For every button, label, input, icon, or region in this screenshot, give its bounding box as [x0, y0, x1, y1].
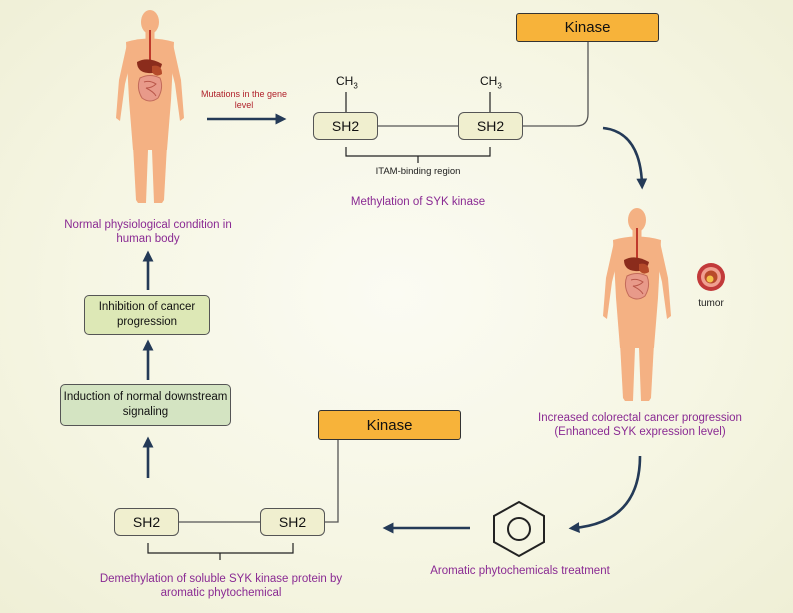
itam-bracket: [345, 147, 491, 163]
itam-label: ITAM-binding region: [375, 166, 461, 177]
ch3-label-right: CH3: [480, 74, 502, 90]
human-figure-cancer: [603, 208, 671, 401]
normal-condition-label: Normal physiological condition in human …: [64, 219, 232, 246]
arrow-to-cancer: [602, 126, 648, 190]
human-figure-normal: [116, 10, 184, 203]
methylation-label: Methylation of SYK kinase: [350, 196, 486, 208]
mutations-label: Mutations in the gene level: [200, 89, 288, 111]
ch3-base-right: CH: [480, 74, 498, 88]
demethylation-label: Demethylation of soluble SYK kinase prot…: [99, 573, 343, 600]
sh2-box-bottom-left: SH2: [114, 508, 179, 536]
tumor-icon: [697, 263, 725, 291]
ch3-base-left: CH: [336, 74, 354, 88]
increased-cancer-label: Increased colorectal cancer progression …: [538, 412, 742, 439]
ch3-label-left: CH3: [336, 74, 358, 90]
ch3-sub-right: 3: [497, 81, 502, 91]
benzene-ring-icon: [493, 500, 545, 558]
induction-box: Induction of normal downstream signaling: [60, 384, 231, 426]
arrow-to-treatment: [568, 455, 642, 533]
aromatic-treatment-label: Aromatic phytochemicals treatment: [430, 565, 610, 577]
ch3-sub-left: 3: [353, 81, 358, 91]
sh2-box-top-right: SH2: [458, 112, 523, 140]
demethylation-bracket: [147, 543, 294, 560]
tumor-label: tumor: [698, 298, 724, 309]
kinase-connector-top: [523, 42, 589, 127]
kinase-connector-bottom: [325, 438, 339, 523]
kinase-box-top: Kinase: [516, 13, 659, 42]
sh2-box-top-left: SH2: [313, 112, 378, 140]
kinase-box-bottom: Kinase: [318, 410, 461, 440]
inhibition-box: Inhibition of cancer progression: [84, 295, 210, 335]
sh2-box-bottom-right: SH2: [260, 508, 325, 536]
